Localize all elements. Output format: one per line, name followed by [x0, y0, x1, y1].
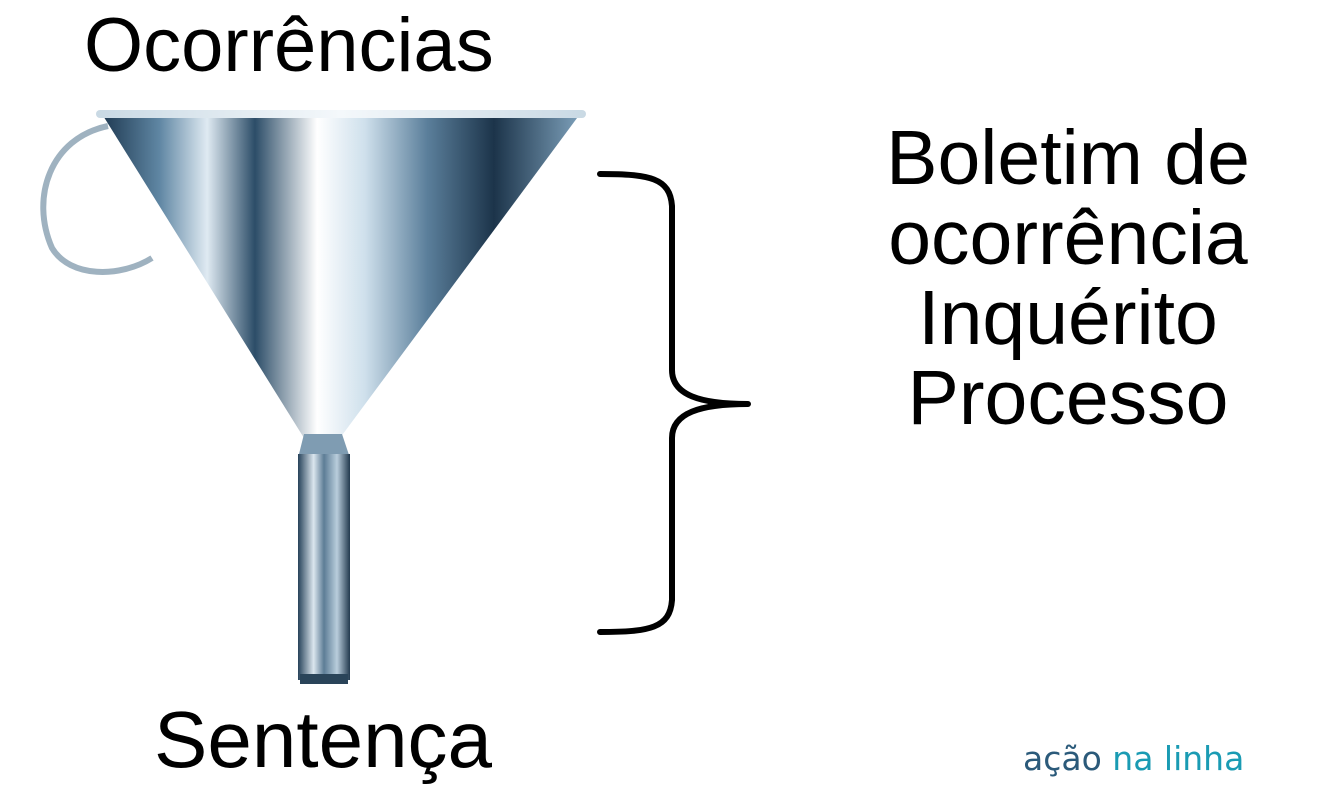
funnel-stem — [298, 454, 350, 680]
funnel-icon — [40, 110, 586, 684]
watermark-logo: ação na linha — [1023, 742, 1244, 775]
stage-inquerito: Inquérito — [918, 275, 1218, 361]
right-curly-brace — [597, 171, 751, 635]
stage-ocorrencia: ocorrência — [888, 195, 1248, 281]
funnel-stem-tip — [300, 674, 348, 684]
funnel-rim — [96, 110, 586, 118]
bottom-label: Sentença — [154, 695, 493, 784]
watermark-part-1: ação — [1023, 739, 1102, 778]
funnel-neck — [298, 434, 350, 458]
stage-boletim-de: Boletim de — [886, 115, 1250, 201]
funnel-cone — [102, 114, 580, 438]
stage-list: Boletim de ocorrência Inquérito Processo — [808, 118, 1328, 438]
funnel-handle — [40, 123, 154, 275]
top-label: Ocorrências — [84, 3, 494, 88]
watermark-part-2: na linha — [1112, 739, 1245, 778]
stage-processo: Processo — [907, 355, 1229, 441]
